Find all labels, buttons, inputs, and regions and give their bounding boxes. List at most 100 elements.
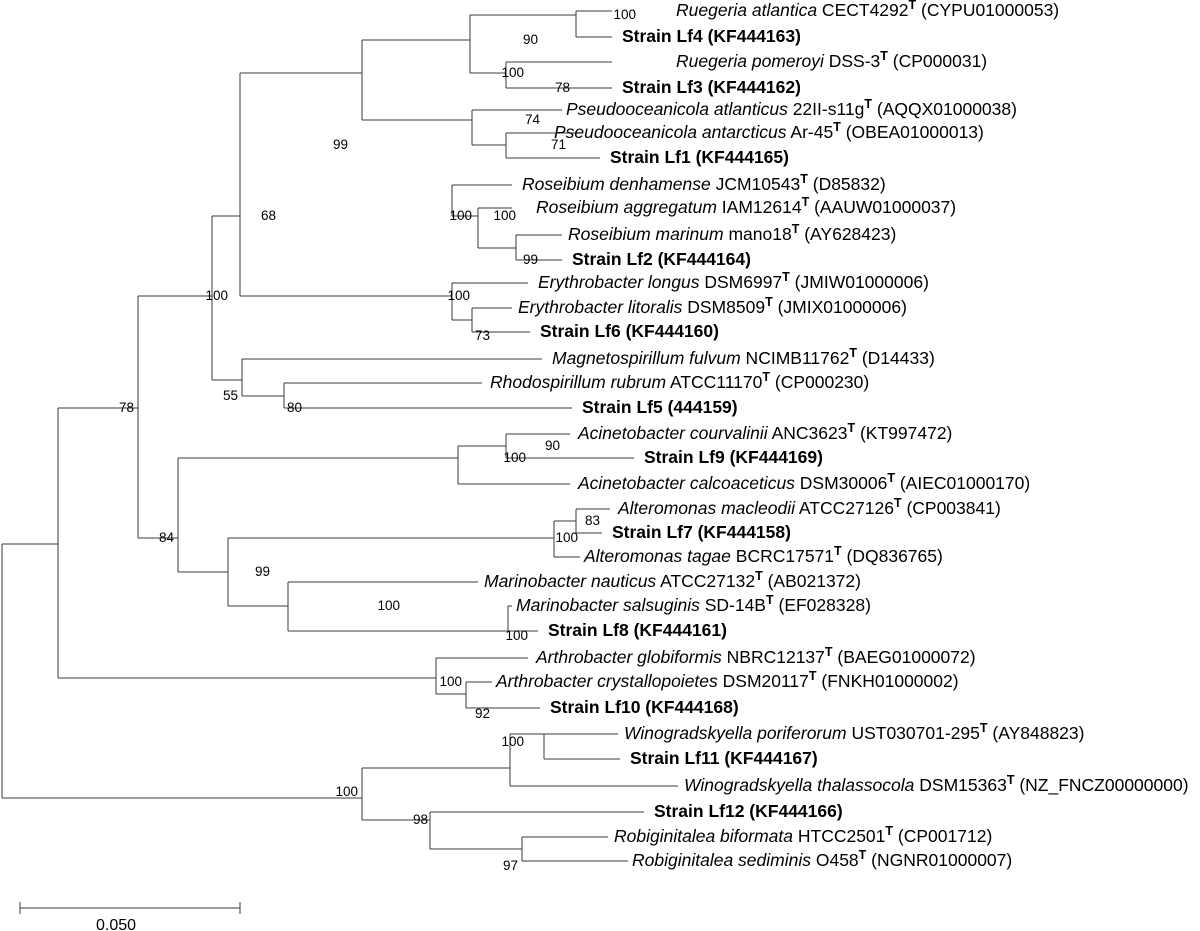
type-strain-superscript: T [887, 471, 895, 486]
type-strain-superscript: T [808, 669, 817, 684]
strain-code: ATCC27126 [795, 498, 894, 518]
strain-code: O458 [810, 850, 859, 870]
species-name: Pseudooceanicola antarcticus [554, 122, 787, 142]
accession-number: (CYPU01000053) [916, 0, 1060, 20]
bootstrap-value: 100 [501, 734, 524, 749]
strain-code: DSM20117 [717, 671, 809, 691]
species-name: Winogradskyella thalassocola [684, 775, 915, 795]
accession-number: (DQ836765) [841, 546, 943, 566]
accession-number: (JMIX01000006) [772, 297, 907, 317]
type-strain-superscript: T [834, 544, 842, 559]
bootstrap-value: 55 [222, 388, 238, 403]
species-name: Roseibium denhamense [522, 174, 711, 194]
strain-code: DSM15363 [914, 775, 1007, 795]
type-strain-superscript: T [864, 97, 872, 112]
species-name: Rhodospirillum rubrum [490, 372, 667, 392]
bootstrap-value: 100 [447, 288, 470, 303]
species-name: Ruegeria pomeroyi [676, 51, 824, 71]
species-name: Acinetobacter courvalinii [578, 423, 768, 443]
taxon-label: Acinetobacter calcoaceticus DSM30006T (A… [578, 472, 1031, 493]
bootstrap-value: 100 [613, 7, 636, 22]
bootstrap-value: 78 [554, 80, 570, 95]
bootstrap-value: 84 [158, 530, 174, 545]
species-name: Arthrobacter globiformis [536, 647, 722, 667]
type-strain-superscript: T [833, 120, 841, 135]
species-name: Roseibium marinum [568, 224, 724, 244]
type-strain-superscript: T [800, 172, 808, 187]
bootstrap-value: 100 [505, 628, 528, 643]
strain-code: Ar-45 [786, 122, 834, 142]
accession-number: (CP000031) [887, 51, 988, 71]
strain-name: Strain Lf5 (444159) [582, 397, 738, 417]
strain-name: Strain Lf1 (KF444165) [610, 147, 789, 167]
type-strain-superscript: T [762, 370, 770, 385]
strain-name: Strain Lf8 (KF444161) [548, 620, 727, 640]
taxon-label: Winogradskyella poriferorum UST030701-29… [624, 722, 1084, 743]
bootstrap-value: 99 [522, 252, 538, 267]
accession-number: (D85832) [807, 174, 886, 194]
taxon-label: Magnetospirillum fulvum NCIMB11762T (D14… [552, 347, 935, 368]
strain-code: HTCC2501 [793, 826, 886, 846]
taxon-label: Robiginitalea sediminis O458T (NGNR01000… [632, 849, 1012, 870]
accession-number: (FNKH01000002) [816, 671, 959, 691]
accession-number: (AIEC01000170) [894, 473, 1031, 493]
species-name: Pseudooceanicola atlanticus [566, 99, 788, 119]
bootstrap-value: 100 [493, 208, 516, 223]
strain-name: Strain Lf6 (KF444160) [540, 321, 719, 341]
strain-label: Strain Lf11 (KF444167) [630, 748, 818, 768]
strain-label: Strain Lf9 (KF444169) [644, 447, 823, 467]
accession-number: (EF028328) [773, 595, 871, 615]
accession-number: (AB021372) [762, 571, 861, 591]
bootstrap-value: 99 [254, 564, 270, 579]
accession-number: (D14433) [856, 348, 935, 368]
bootstrap-value: 73 [474, 328, 490, 343]
taxon-label: Roseibium marinum mano18T (AY628423) [568, 223, 896, 244]
branch-group [1, 10, 678, 862]
species-name: Roseibium aggregatum [536, 197, 717, 217]
bootstrap-value: 90 [522, 32, 538, 47]
strain-label: Strain Lf7 (KF444158) [612, 523, 791, 542]
strain-label: Strain Lf5 (444159) [582, 397, 738, 417]
strain-code: ANC3623 [767, 423, 848, 443]
bootstrap-value: 100 [449, 208, 472, 223]
strain-code: NCIMB11762 [740, 348, 850, 368]
type-strain-superscript: T [755, 569, 763, 584]
accession-number: (OBEA01000013) [840, 122, 984, 142]
bootstrap-value: 97 [502, 858, 518, 873]
accession-number: (AAUW01000037) [809, 197, 957, 217]
type-strain-superscript: T [885, 824, 894, 839]
bootstrap-value: 100 [503, 450, 526, 465]
strain-code: JCM10543 [710, 174, 801, 194]
strain-name: Strain Lf11 (KF444167) [630, 748, 818, 768]
taxon-label: Pseudooceanicola antarcticus Ar-45T (OBE… [554, 121, 984, 142]
taxon-label: Rhodospirillum rubrum ATCC11170T (CP0002… [490, 371, 869, 392]
type-strain-superscript: T [858, 848, 867, 863]
accession-number: (JMIW01000006) [789, 272, 929, 292]
taxon-label: Arthrobacter crystallopoietes DSM20117T … [496, 670, 959, 691]
taxon-label: Erythrobacter litoralis DSM8509T (JMIX01… [518, 296, 907, 317]
accession-number: (CP001712) [893, 826, 993, 846]
strain-label: Strain Lf1 (KF444165) [610, 147, 789, 167]
type-strain-superscript: T [893, 496, 902, 511]
taxon-label: Erythrobacter longus DSM6997T (JMIW01000… [538, 271, 929, 292]
species-name: Arthrobacter crystallopoietes [496, 671, 718, 691]
strain-name: Strain Lf2 (KF444164) [572, 249, 751, 269]
taxon-label: Pseudooceanicola atlanticus 22II-s11gT (… [566, 98, 1017, 119]
species-name: Alteromonas macleodii [618, 498, 796, 518]
strain-name: Strain Lf9 (KF444169) [644, 447, 823, 467]
strain-label: Strain Lf3 (KF444162) [622, 78, 801, 97]
species-name: Erythrobacter longus [538, 272, 700, 292]
type-strain-superscript: T [765, 295, 773, 310]
species-name: Acinetobacter calcoaceticus [578, 473, 795, 493]
type-strain-superscript: T [782, 270, 790, 285]
bootstrap-value: 100 [555, 530, 578, 545]
bootstrap-value: 71 [550, 137, 566, 152]
taxon-label: Roseibium aggregatum IAM12614T (AAUW0100… [536, 196, 957, 217]
type-strain-superscript: T [979, 721, 988, 736]
taxon-label: Acinetobacter courvalinii ANC3623T (KT99… [578, 422, 952, 443]
bootstrap-value: 68 [260, 208, 276, 223]
strain-label: Strain Lf10 (KF444168) [550, 697, 739, 717]
strain-name: Strain Lf10 (KF444168) [550, 697, 739, 717]
